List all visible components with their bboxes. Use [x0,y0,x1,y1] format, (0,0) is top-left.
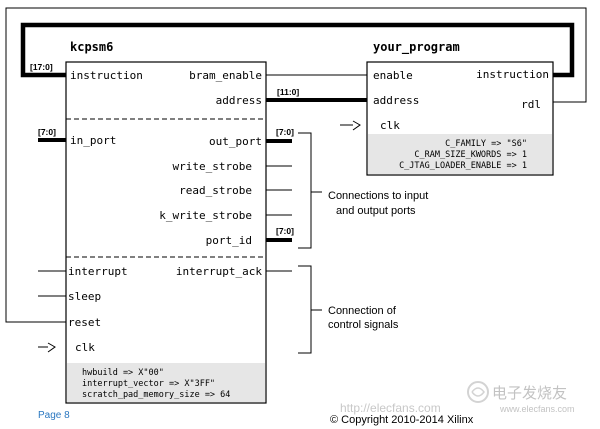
copyright: © Copyright 2010-2014 Xilinx [330,414,474,426]
port-reset: reset [68,316,101,329]
port-instruction-in: instruction [70,69,143,82]
port-sleep: sleep [68,290,101,303]
port-in-port: in_port [70,134,116,147]
port-port-id: port_id [206,234,252,247]
kcpsm6-param-hwbuild: hwbuild => X"00" [82,368,164,378]
port-rdl: rdl [521,98,541,111]
watermark-left: http://elecfans.com [340,401,441,415]
port-read-strobe: read_strobe [179,184,252,197]
your-program-param-family: C_FAMILY => "S6" [445,139,527,149]
port-instruction-out: instruction [476,68,549,81]
bus-label-address: [11:0] [277,87,299,97]
your-program-block [366,61,554,176]
port-k-write-strobe: k_write_strobe [159,209,252,222]
io-note-line1: Connections to input [328,190,428,202]
port-interrupt-ack: interrupt_ack [176,265,262,278]
your-program-title: your_program [373,40,460,55]
clk-triangle-your-program [340,120,361,131]
kcpsm6-title: kcpsm6 [70,40,113,54]
port-clk-your-program: clk [380,119,400,132]
port-out-port: out_port [209,135,262,148]
watermark-brand: 电子发烧友 [492,385,567,402]
bus-label-port-id: [7:0] [276,226,294,236]
kcpsm6-block [65,61,267,404]
kcpsm6-param-scratch-pad: scratch_pad_memory_size => 64 [82,390,230,400]
instruction-feedback-bus [20,22,575,78]
control-note-line1: Connection of [328,305,397,317]
page-number: Page 8 [38,410,70,421]
bus-label-in-port: [7:0] [38,127,56,137]
port-interrupt: interrupt [68,265,128,278]
io-brace [298,132,312,249]
port-address-in: address [373,94,419,107]
bus-label-out-port: [7:0] [276,127,294,137]
port-bram-enable: bram_enable [189,69,262,82]
rdl-reset-loop [5,7,587,323]
your-program-param-ram-size: C_RAM_SIZE_KWORDS => 1 [414,150,527,160]
port-enable: enable [373,69,413,82]
io-note-line2: and output ports [336,205,416,217]
watermark-url: www.elecfans.com [499,404,575,414]
port-clk-kcpsm6: clk [75,341,95,354]
port-write-strobe: write_strobe [173,160,252,173]
elecfans-logo [467,381,489,403]
port-address-out: address [216,94,262,107]
control-brace [298,265,312,354]
bus-label-instruction: [17:0] [30,62,53,72]
control-note-line2: control signals [328,319,399,331]
clk-triangle-kcpsm6 [38,342,56,353]
kcpsm6-param-interrupt-vector: interrupt_vector => X"3FF" [82,379,215,389]
your-program-param-jtag: C_JTAG_LOADER_ENABLE => 1 [399,161,527,171]
